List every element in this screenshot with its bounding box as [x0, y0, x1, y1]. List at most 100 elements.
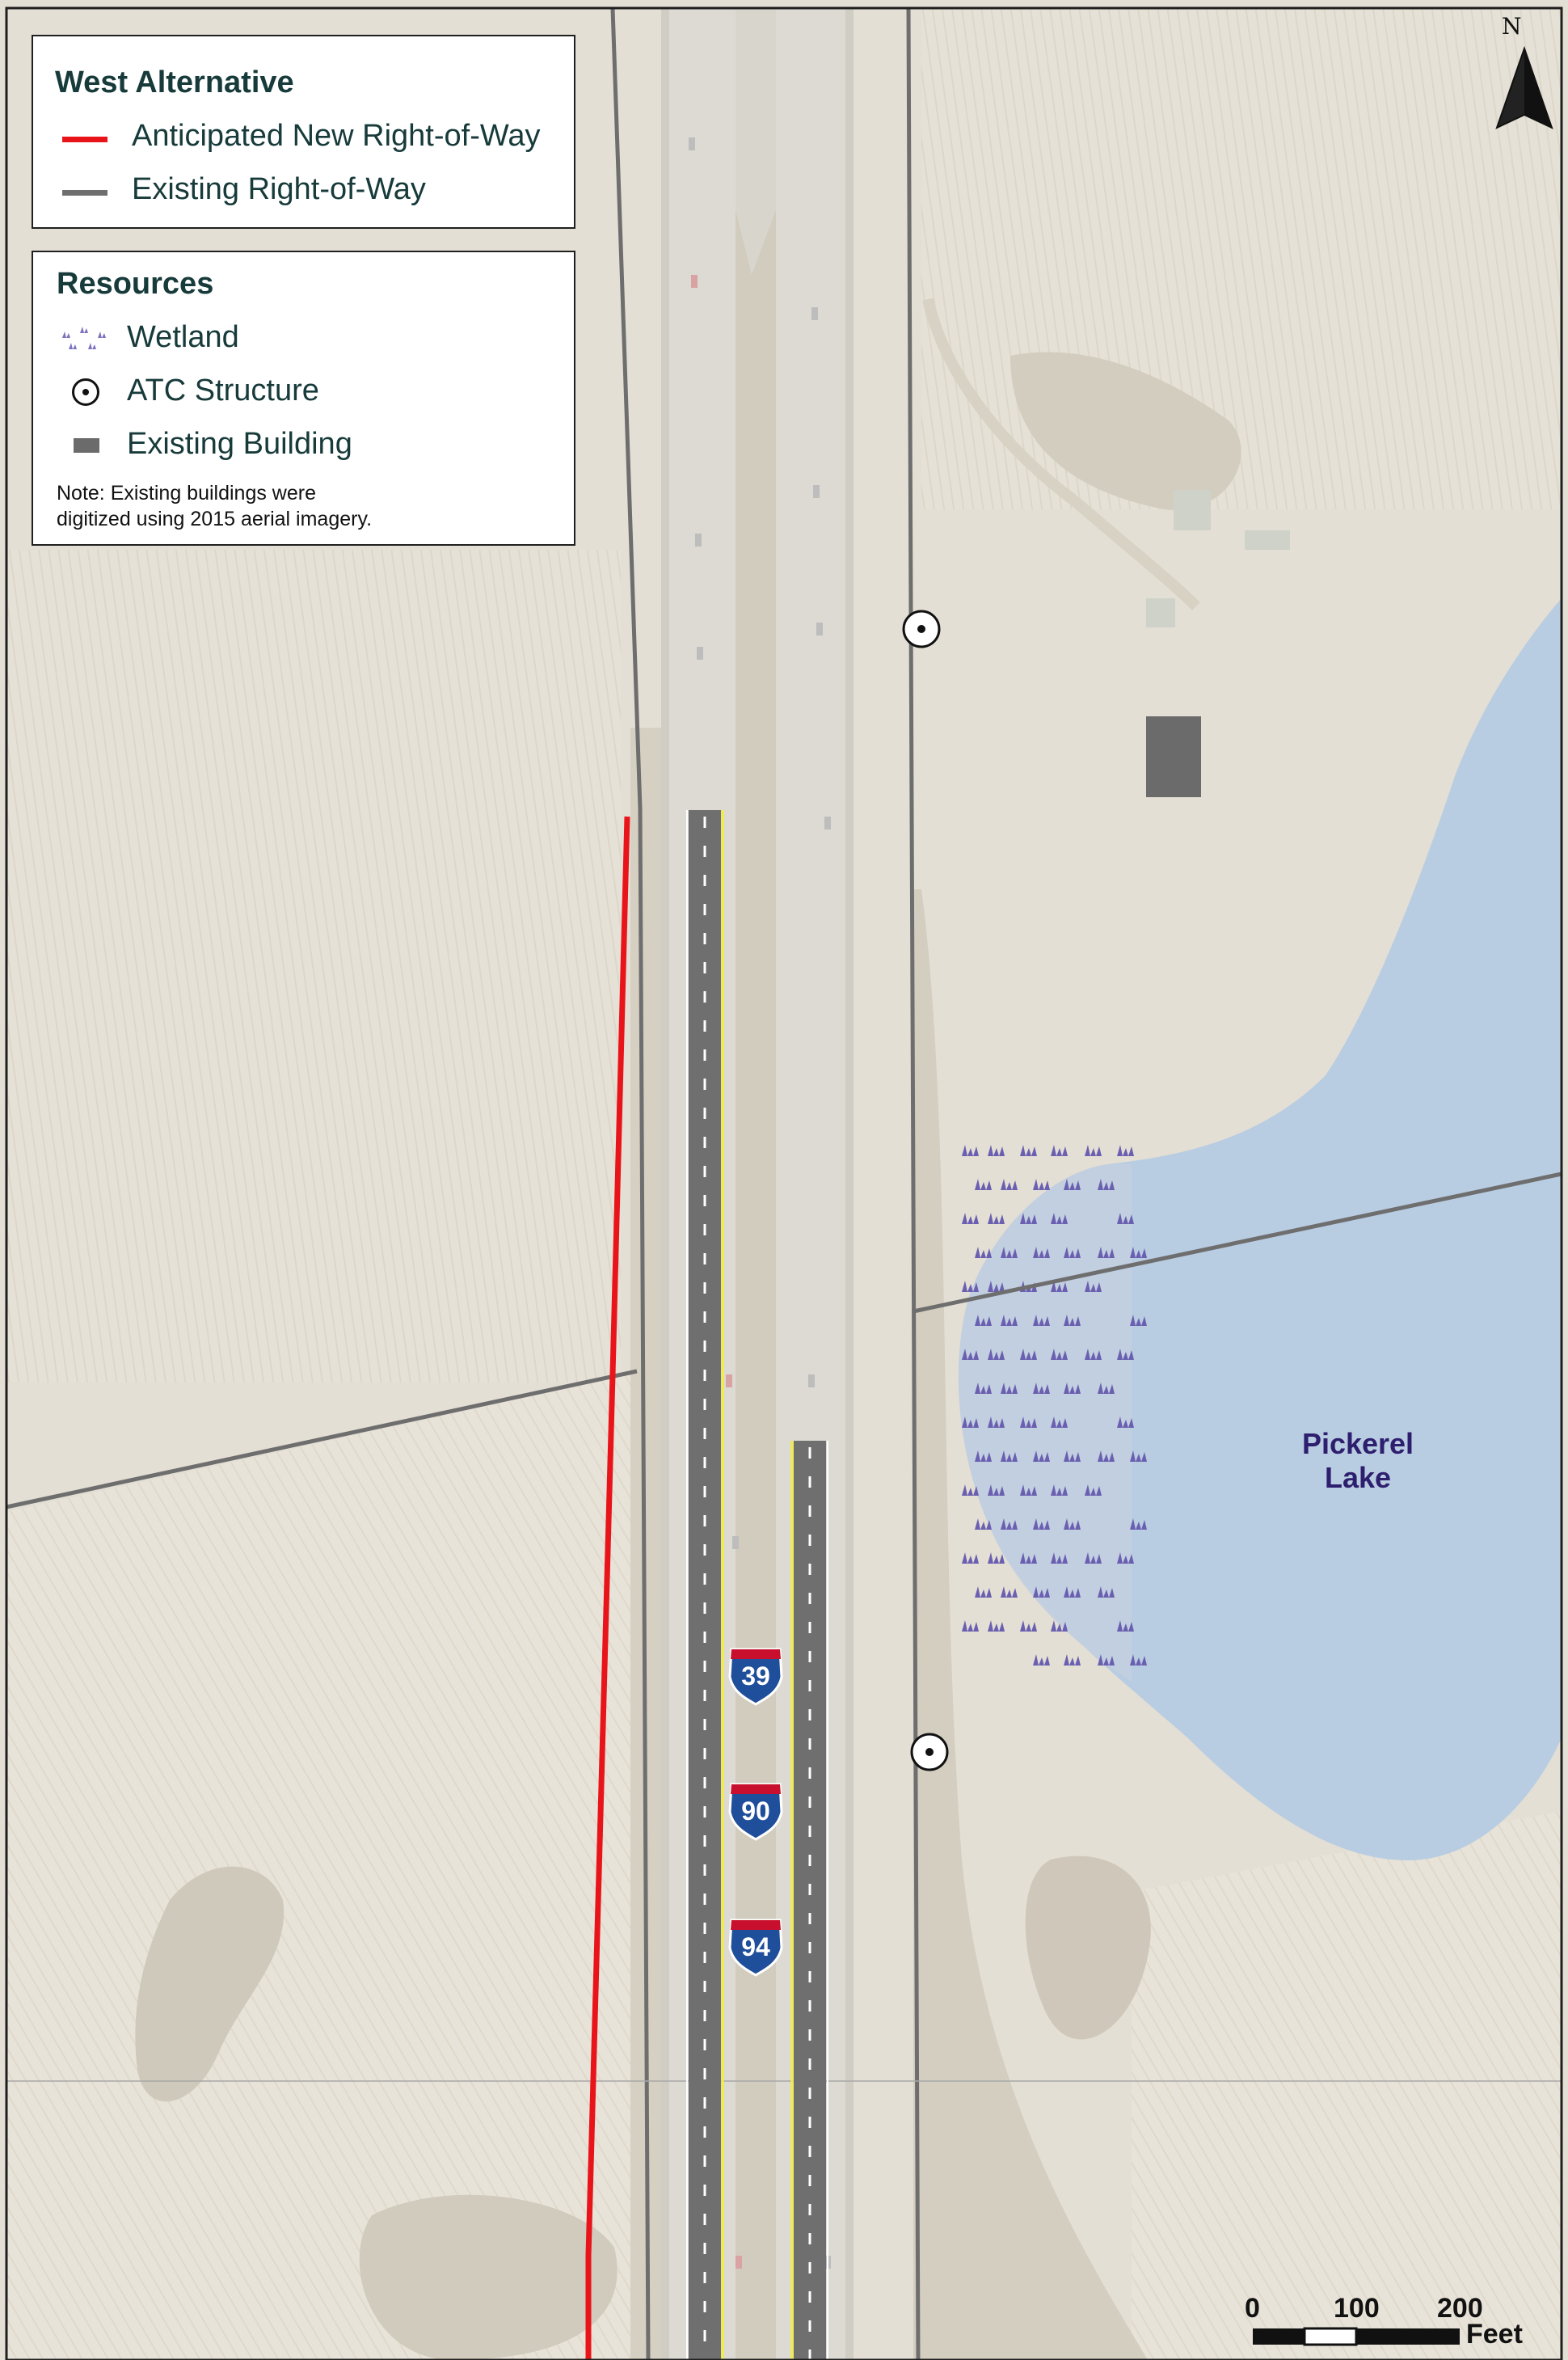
wetland-symbol [988, 1281, 1005, 1292]
wetland-symbol [962, 1281, 979, 1292]
wetland-symbol [1051, 1620, 1068, 1632]
wetland-symbol [1064, 1586, 1081, 1598]
vegetation-bottom [359, 2194, 618, 2360]
median-taper [736, 8, 776, 275]
interstate-shield-94: 94 [728, 1919, 783, 1977]
wetland-symbol [1051, 1145, 1068, 1156]
faded-house [1174, 490, 1211, 530]
wetland-symbol [1064, 1383, 1081, 1394]
wetland-symbol [1064, 1315, 1081, 1326]
wetland-symbol [962, 1145, 979, 1156]
scale-label-mid: 100 [1334, 2293, 1380, 2324]
wetland-symbol [975, 1586, 992, 1598]
north-arrow [1495, 45, 1553, 129]
wetland-symbol [1117, 1552, 1134, 1564]
wetland-symbol [1051, 1349, 1068, 1360]
existing-row-crossing-west [6, 1369, 638, 1509]
scale-label-zero: 0 [1245, 2293, 1260, 2324]
wetland-symbol [1020, 1552, 1037, 1564]
wetland-symbol [975, 1383, 992, 1394]
lake-label-line2: Lake [1324, 1461, 1392, 1494]
wetland-symbols [962, 1145, 1147, 1666]
wetland-symbol [1064, 1247, 1081, 1258]
vegetation-east-2 [1025, 1855, 1151, 2040]
wetland-symbol [1051, 1484, 1068, 1496]
wetland-symbol [1064, 1450, 1081, 1462]
wetland-symbol [1001, 1179, 1018, 1190]
interstate-shield-90: 90 [728, 1783, 783, 1841]
atc-structure-1 [902, 610, 941, 648]
wetland-symbol [1033, 1518, 1050, 1530]
existing-row-east [906, 7, 921, 2360]
legend-label-proposed-row: Anticipated New Right-of-Way [132, 119, 541, 153]
wetland-symbol [1020, 1349, 1037, 1360]
wetland-symbol [962, 1349, 979, 1360]
atc-structure-icon [72, 378, 99, 406]
legend-label-existing-building: Existing Building [127, 427, 352, 461]
wetland-symbol [1020, 1213, 1037, 1224]
wetland-symbol [1117, 1213, 1134, 1224]
wetland-symbol [962, 1484, 979, 1496]
interstate-shields: 39 90 94 [728, 1648, 783, 1977]
vegetation-north-east [1010, 352, 1241, 510]
wetland-symbol [1085, 1281, 1102, 1292]
wetland-symbol [1085, 1145, 1102, 1156]
wetland-symbol [962, 1416, 979, 1428]
faded-shed [1245, 530, 1290, 550]
existing-row-crossing-east [913, 1172, 1562, 1314]
vegetation-left-lower [135, 1866, 285, 2102]
lake-label: Pickerel Lake [1277, 1427, 1439, 1495]
wetland-symbol [988, 1416, 1005, 1428]
vegetation-east [913, 889, 1148, 2360]
wetland-symbol [975, 1179, 992, 1190]
wetland-symbol [1001, 1315, 1018, 1326]
interstate-shield-number: 94 [741, 1932, 770, 1961]
faded-barn [1146, 598, 1175, 627]
wetland-icon [62, 327, 106, 349]
legend-resources: Resources Wetland ATC Structure Existing… [32, 251, 575, 546]
wetland-symbol [1020, 1620, 1037, 1632]
wetland-symbol [1085, 1552, 1102, 1564]
field-right-lower [1132, 1811, 1562, 2360]
legend-swatch-proposed-row [62, 137, 107, 142]
legend-note: Note: Existing buildings were digitized … [57, 480, 372, 532]
wetland-symbol [962, 1552, 979, 1564]
existing-building [1146, 716, 1201, 797]
wetland-symbol [1098, 1247, 1115, 1258]
wetland-symbol [1051, 1552, 1068, 1564]
wetland-symbol [1098, 1654, 1115, 1666]
building-icon [74, 438, 99, 453]
scale-label-max: 200 [1437, 2293, 1483, 2324]
interstate-shield-number: 39 [741, 1661, 770, 1691]
wetland-symbol [1033, 1247, 1050, 1258]
wetland-symbol [988, 1145, 1005, 1156]
farm-driveway [922, 298, 1200, 610]
wetland-symbol [1130, 1654, 1147, 1666]
wetland-symbol [1051, 1281, 1068, 1292]
wetland-symbol [1130, 1450, 1147, 1462]
wetland-symbol [1130, 1247, 1147, 1258]
field-right-upper [921, 8, 1560, 509]
wetland-symbol [1117, 1416, 1134, 1428]
scale-label-unit: Feet [1466, 2319, 1523, 2349]
wetland-symbol [975, 1247, 992, 1258]
north-arrow-label: N [1502, 13, 1522, 40]
wetland-symbol [975, 1450, 992, 1462]
wetland-symbol [988, 1349, 1005, 1360]
wetland-symbol [1130, 1315, 1147, 1326]
wetland-symbol [1098, 1450, 1115, 1462]
wetland-symbol [1001, 1586, 1018, 1598]
legend-swatch-existing-row [62, 190, 107, 196]
wetland-symbol [1033, 1315, 1050, 1326]
wetland-symbol [1064, 1518, 1081, 1530]
scale-bar [1253, 2327, 1460, 2346]
proposed-pavement-nb [794, 1441, 826, 2360]
legend-alt-title: West Alternative [55, 65, 294, 99]
wetland-symbol [1117, 1620, 1134, 1632]
wetland-symbol [975, 1518, 992, 1530]
wetland-symbol [962, 1620, 979, 1632]
legend-label-atc-structure: ATC Structure [127, 374, 319, 407]
wetland-symbol [1033, 1450, 1050, 1462]
wetland-symbol [1098, 1179, 1115, 1190]
